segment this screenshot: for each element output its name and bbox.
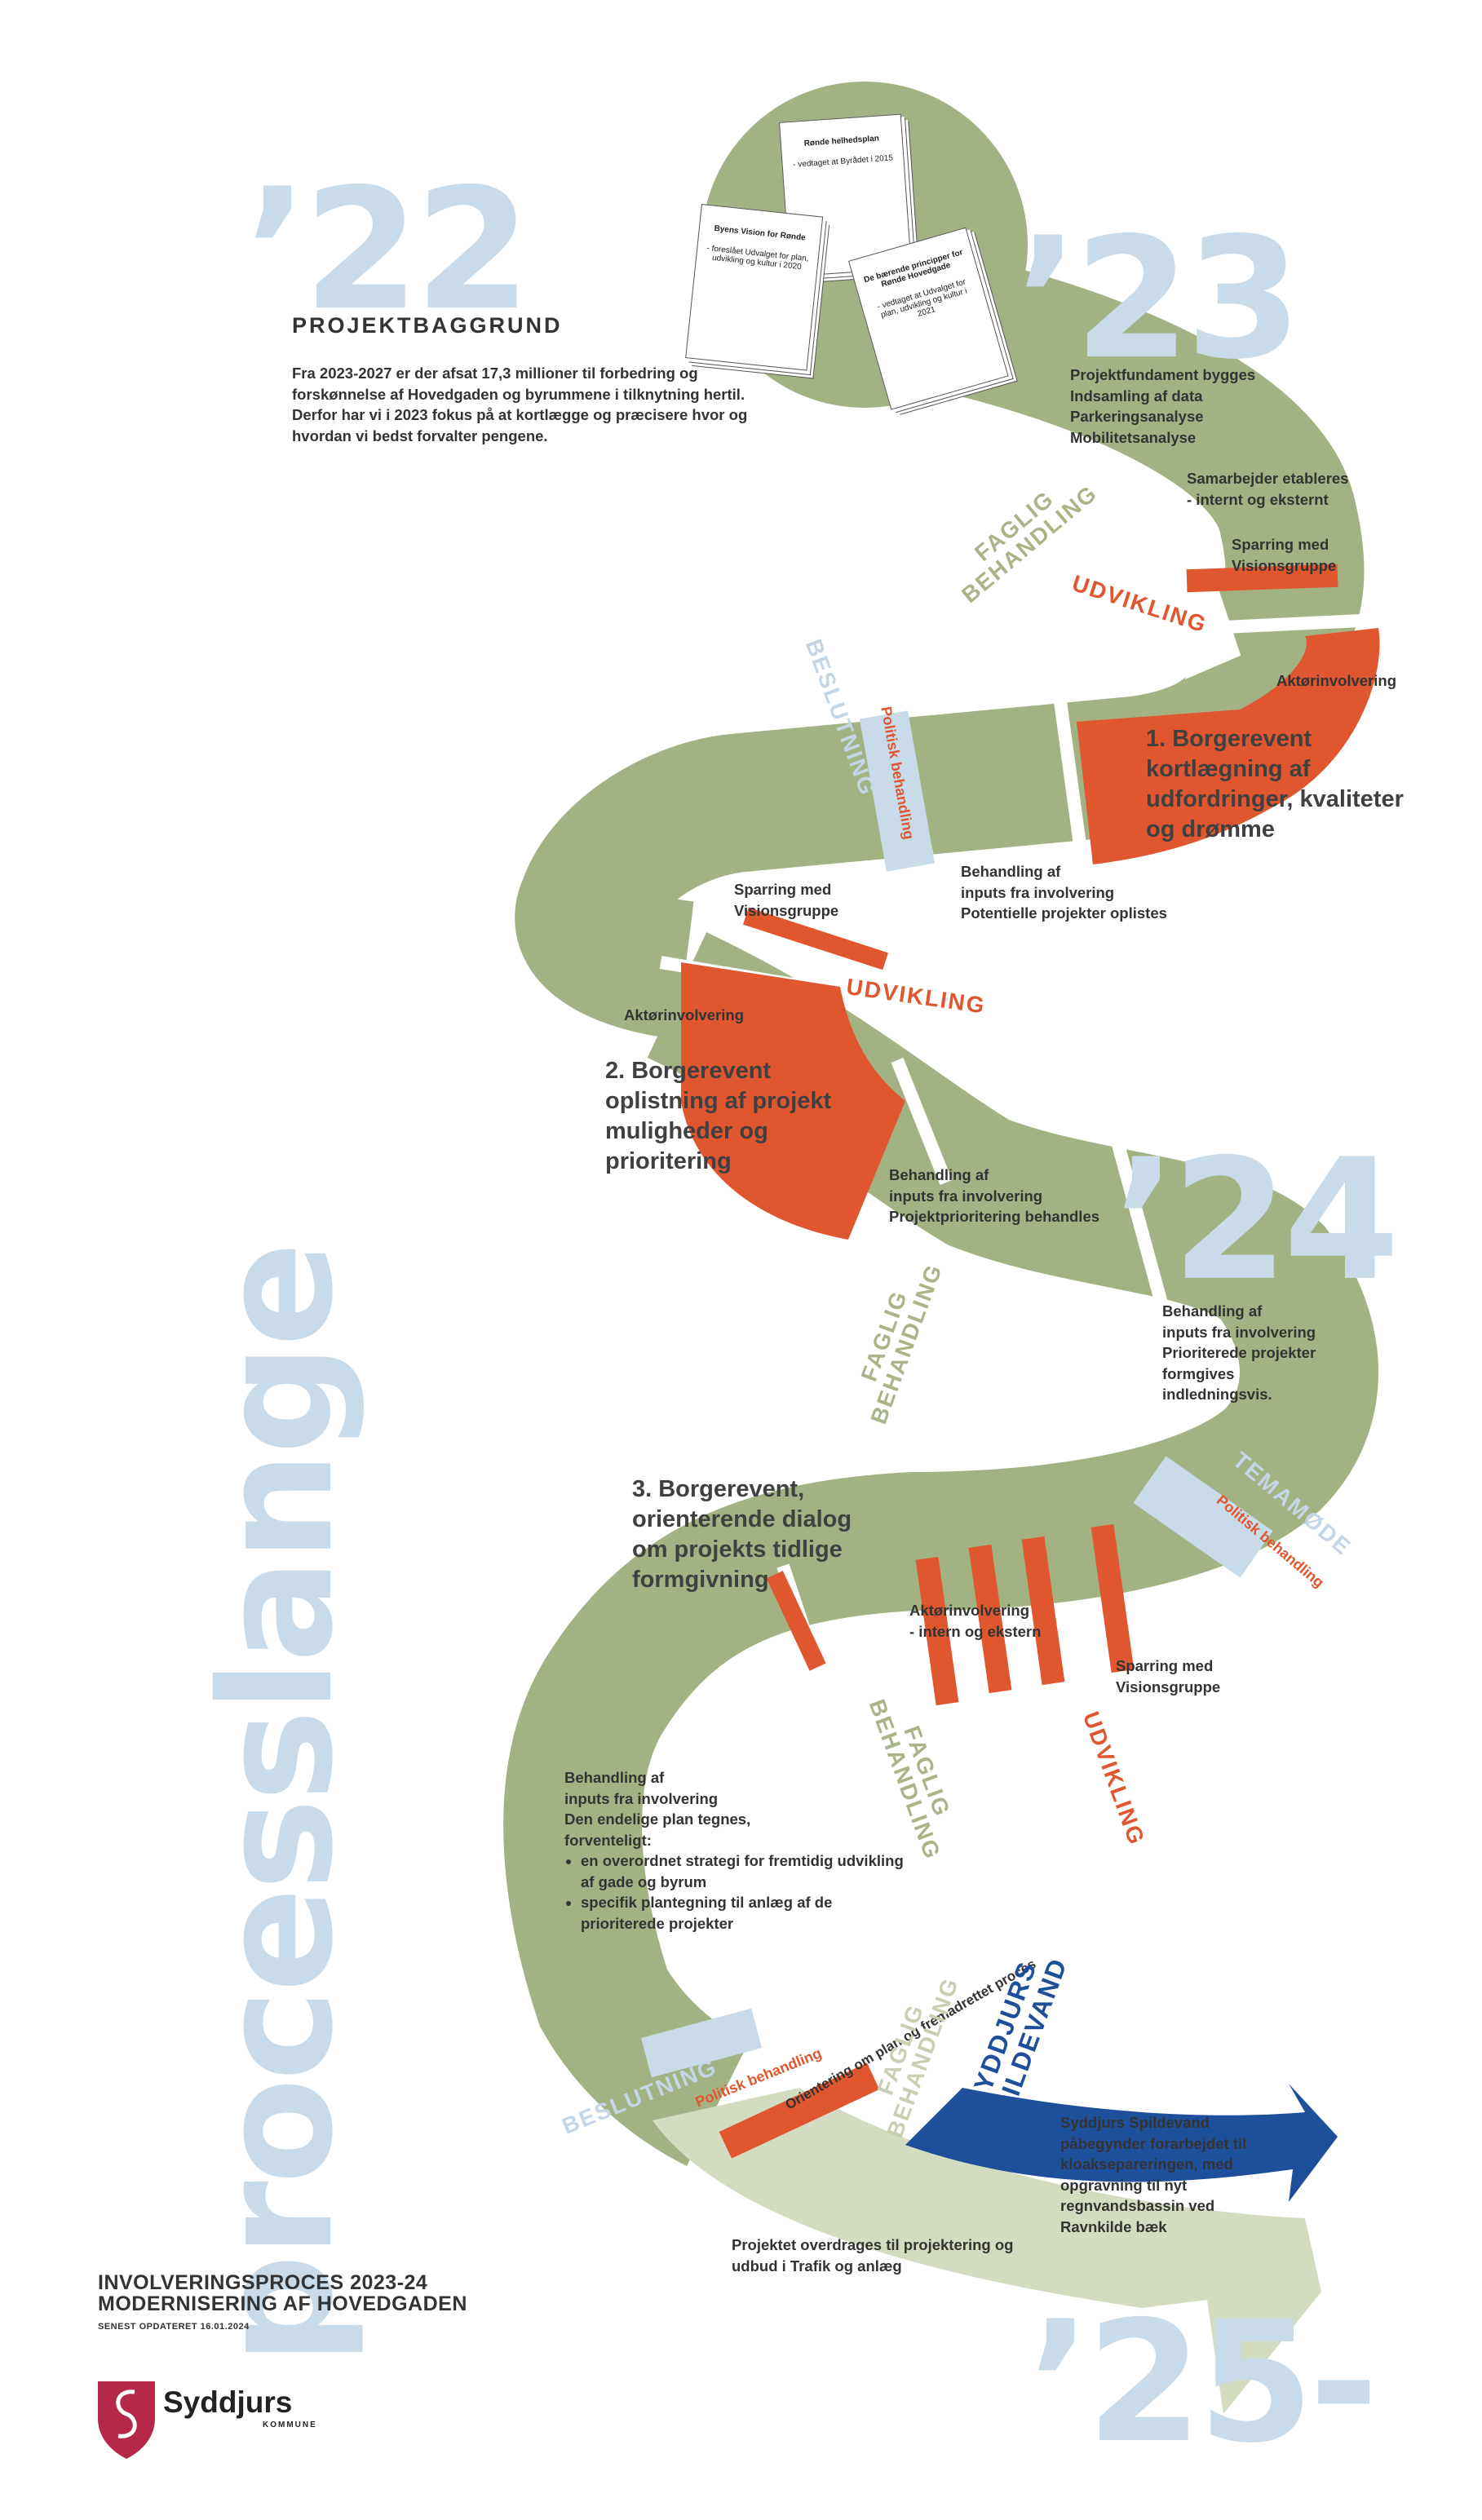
logo-s-icon [116, 2390, 137, 2438]
logo-name: Syddjurs [163, 2385, 293, 2419]
document-title: Byens Vision for Rønde [714, 223, 807, 243]
bar-involvement-1 [915, 1556, 959, 1706]
year-2025: ’25- [1028, 2286, 1378, 2480]
document-vision: Byens Vision for Rønde - foreslået Udval… [685, 204, 824, 371]
logo-shield-icon [98, 2381, 155, 2459]
note-behandling-1: Behandling af inputs fra involvering Pot… [961, 863, 1167, 922]
year-2023: ’23 [1015, 202, 1302, 396]
document-title: Rønde helhedsplan [803, 134, 880, 148]
list-item: en overordnet strategi for fremtidig udv… [581, 1850, 907, 1892]
note-sparring-1: Sparring med Visionsgruppe [1232, 536, 1337, 574]
note-behandling-3: Behandling af inputs fra involvering Pri… [1162, 1302, 1316, 1404]
background-heading: PROJEKTBAGGRUND [292, 313, 563, 338]
spildevand-arrow [905, 2084, 1338, 2202]
note-aktoer-3: Aktørinvolvering - intern og ekstern [909, 1602, 1042, 1640]
event-block-1 [1077, 628, 1380, 864]
event-3: 3. Borgerevent, orienterende dialog om p… [632, 1476, 852, 1594]
bar-involvement-2 [968, 1544, 1012, 1694]
note-projektfundament: Projektfundament bygges Indsamling af da… [1070, 366, 1256, 446]
note-spildevand: Syddjurs Spildevand påbegynder forarbejd… [1060, 2114, 1247, 2235]
note-aktoer-2: Aktørinvolvering [624, 1006, 744, 1023]
footer-date: SENEST OPDATERET 16.01.2024 [98, 2322, 250, 2332]
event-2: 2. Borgerevent oplistning af projekt mul… [605, 1058, 832, 1175]
footer-title-1: INVOLVERINGSPROCES 2023-24 [98, 2271, 428, 2294]
vertical-title: processlange [187, 1245, 367, 2365]
event-block-2 [681, 962, 905, 1240]
year-2024: ’24 [1113, 1124, 1400, 1318]
bar-sparring-1 [1186, 564, 1338, 593]
note-behandling-2: Behandling af inputs fra involvering Pro… [889, 1166, 1100, 1226]
snake-tail [653, 2088, 1321, 2414]
decision-block-3 [640, 2008, 763, 2078]
note-overdragelse: Projektet overdrages til projektering og… [732, 2236, 1014, 2275]
decision-block-1 [859, 710, 936, 872]
decision-block-2 [1133, 1456, 1273, 1578]
list-item: specifik plantegning til anlæg af de pri… [581, 1892, 907, 1934]
note-samarbejder: Samarbejder etableres - internt og ekste… [1187, 470, 1349, 508]
document-subtitle: - vedtaget at Byrådet i 2015 [792, 153, 894, 170]
bar-involvement-3 [1021, 1536, 1065, 1686]
bar-sparring-2 [743, 907, 888, 970]
bar-sparring-3 [1090, 1523, 1135, 1673]
note-endelige-plan-list: en overordnet strategi for fremtidig udv… [564, 1850, 907, 1934]
event-1: 1. Borgerevent kortlægning af udfordring… [1146, 726, 1404, 843]
footer-title-2: MODERNISERING AF HOVEDGADEN [98, 2292, 467, 2315]
background-text: Fra 2023-2027 er der afsat 17,3 millione… [292, 365, 748, 444]
note-endelige-plan-intro: Behandling af inputs fra involvering Den… [564, 1769, 751, 1849]
note-sparring-2: Sparring med Visionsgruppe [734, 881, 839, 919]
note-aktoer-1: Aktørinvolvering [1276, 672, 1396, 689]
note-endelige-plan: Behandling af inputs fra involvering Den… [564, 1767, 907, 1934]
bar-orientering [719, 2062, 880, 2159]
note-sparring-3: Sparring med Visionsgruppe [1116, 1657, 1221, 1695]
year-2022: ’22 [245, 153, 531, 347]
bar-event-3 [766, 1571, 826, 1671]
logo-sub: KOMMUNE [263, 2421, 317, 2429]
document-subtitle: - foreslået Udvalget for plan, udvikling… [706, 244, 810, 272]
